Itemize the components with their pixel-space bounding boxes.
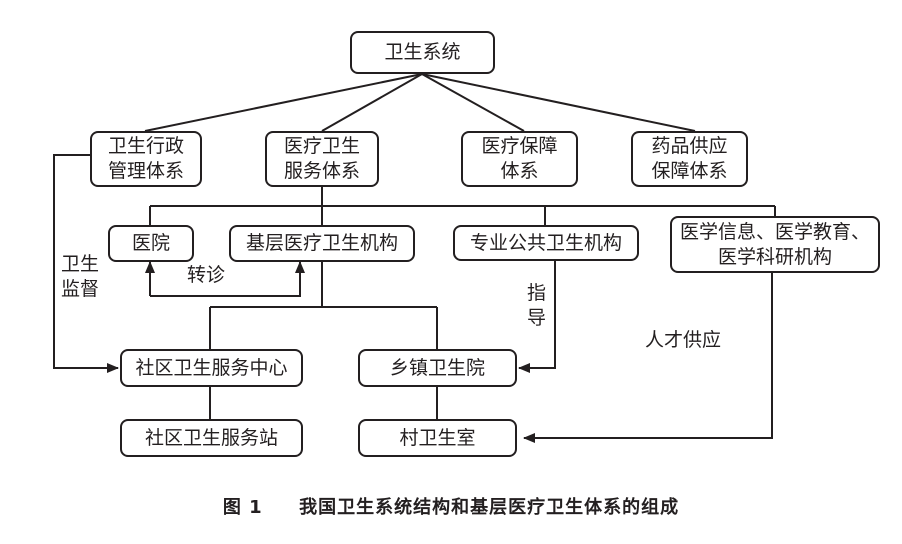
node-label-line1: 医疗卫生 bbox=[283, 135, 360, 157]
node-primary-care-institutions: 基层医疗卫生机构 bbox=[229, 225, 415, 262]
node-label: 基层医疗卫生机构 bbox=[245, 232, 398, 254]
edge-label-line1: 卫生 bbox=[61, 253, 100, 275]
node-label: 村卫生室 bbox=[399, 426, 476, 449]
edge-label-referral: 转诊 bbox=[187, 264, 226, 286]
node-health-system: 卫生系统 bbox=[350, 31, 495, 74]
node-community-health-center: 社区卫生服务中心 bbox=[120, 349, 303, 387]
node-label-line2: 保障体系 bbox=[651, 160, 728, 182]
node-label-line2: 医学科研机构 bbox=[717, 245, 832, 268]
node-label: 乡镇卫生院 bbox=[389, 356, 485, 379]
node-insurance-system: 医疗保障 体系 bbox=[461, 131, 578, 187]
node-label: 社区卫生服务中心 bbox=[135, 356, 288, 379]
edge-label-line2: 导 bbox=[527, 307, 547, 329]
node-hospital: 医院 bbox=[108, 225, 194, 262]
edge-label-guidance: 指 导 bbox=[527, 281, 546, 331]
figure-title: 我国卫生系统结构和基层医疗卫生体系的组成 bbox=[299, 497, 680, 518]
edge-label-line1: 指 bbox=[527, 282, 547, 304]
node-label: 专业公共卫生机构 bbox=[469, 231, 622, 254]
node-label: 卫生系统 bbox=[384, 41, 461, 63]
node-label-line2: 体系 bbox=[500, 160, 539, 182]
node-public-health-institutions: 专业公共卫生机构 bbox=[453, 225, 639, 261]
node-community-health-station: 社区卫生服务站 bbox=[120, 419, 303, 457]
edge-label-line2: 监督 bbox=[61, 278, 100, 300]
node-label-line2: 管理体系 bbox=[107, 160, 184, 182]
node-label-line1: 药品供应 bbox=[651, 135, 728, 157]
figure-number: 图 1 bbox=[222, 497, 263, 518]
figure-caption: 图 1 我国卫生系统结构和基层医疗卫生体系的组成 bbox=[0, 493, 902, 519]
node-label-line2: 服务体系 bbox=[283, 160, 360, 182]
node-label-line1: 卫生行政 bbox=[107, 135, 184, 157]
node-admin-system: 卫生行政 管理体系 bbox=[90, 131, 202, 187]
node-drug-supply-system: 药品供应 保障体系 bbox=[631, 131, 748, 187]
edge-label-supervision: 卫生 监督 bbox=[61, 252, 99, 302]
node-service-system: 医疗卫生 服务体系 bbox=[265, 131, 379, 187]
node-village-clinic: 村卫生室 bbox=[358, 419, 517, 457]
node-medical-research-institutions: 医学信息、医学教育、 医学科研机构 bbox=[670, 216, 880, 273]
node-label: 社区卫生服务站 bbox=[144, 426, 278, 449]
node-label-line1: 医疗保障 bbox=[481, 135, 558, 157]
node-label: 医院 bbox=[131, 232, 170, 254]
edge-label-talent-supply: 人才供应 bbox=[645, 329, 722, 351]
node-township-hospital: 乡镇卫生院 bbox=[358, 349, 517, 387]
node-label-line1: 医学信息、医学教育、 bbox=[679, 220, 870, 243]
